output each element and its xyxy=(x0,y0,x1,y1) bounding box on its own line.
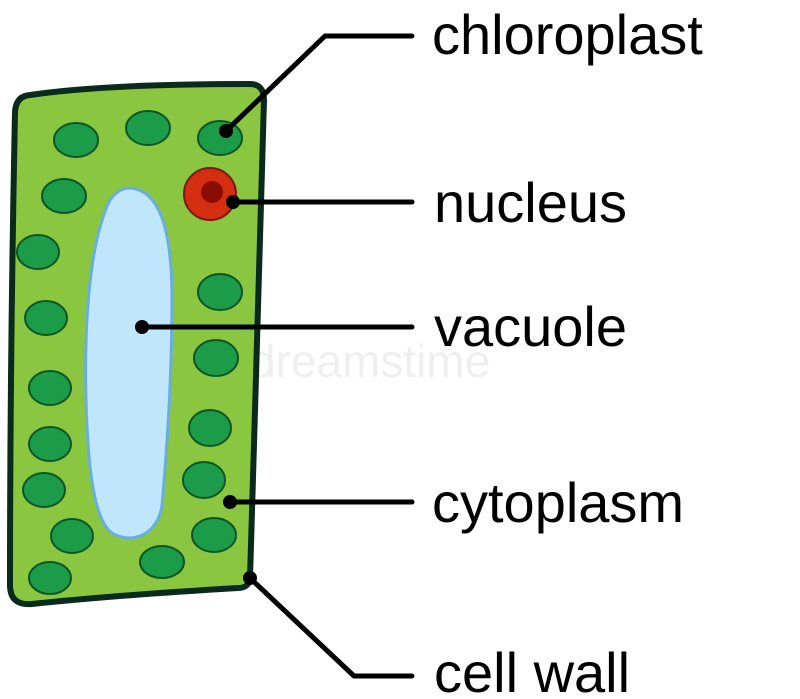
chloroplast xyxy=(16,234,60,270)
chloroplast xyxy=(188,409,232,447)
chloroplast xyxy=(28,561,72,595)
chloroplast xyxy=(191,517,237,553)
label-cytoplasm: cytoplasm xyxy=(432,471,684,534)
label-cell-wall: cell wall xyxy=(434,641,630,699)
vacuole xyxy=(84,186,174,540)
chloroplast xyxy=(193,339,239,377)
chloroplast xyxy=(50,518,94,554)
label-vacuole: vacuole xyxy=(434,295,627,358)
nucleolus xyxy=(201,181,223,203)
chloroplast-leader xyxy=(223,33,415,134)
chloroplast xyxy=(28,370,72,406)
chloroplast xyxy=(41,178,87,214)
label-nucleus: nucleus xyxy=(434,171,627,234)
cytoplasm-dot xyxy=(223,495,237,509)
chloroplast xyxy=(139,545,185,579)
chloroplast xyxy=(28,426,72,462)
chloroplast xyxy=(197,120,243,156)
chloroplast xyxy=(53,122,99,158)
label-chloroplast: chloroplast xyxy=(432,3,703,66)
chloroplast xyxy=(182,461,226,499)
leader-lines xyxy=(139,33,415,679)
chloroplast xyxy=(197,273,243,311)
chloroplast xyxy=(22,472,66,508)
nucleus-dot xyxy=(226,195,240,209)
watermark: dreamstime xyxy=(250,335,490,387)
leader-dots xyxy=(135,124,257,585)
cell-wall-dot xyxy=(243,571,257,585)
chloroplast-dot xyxy=(219,124,233,138)
vacuole-dot xyxy=(135,320,149,334)
chloroplast xyxy=(24,300,68,336)
cell-wall-leader xyxy=(247,575,415,679)
plant-cell xyxy=(7,81,267,608)
chloroplast xyxy=(125,110,171,146)
